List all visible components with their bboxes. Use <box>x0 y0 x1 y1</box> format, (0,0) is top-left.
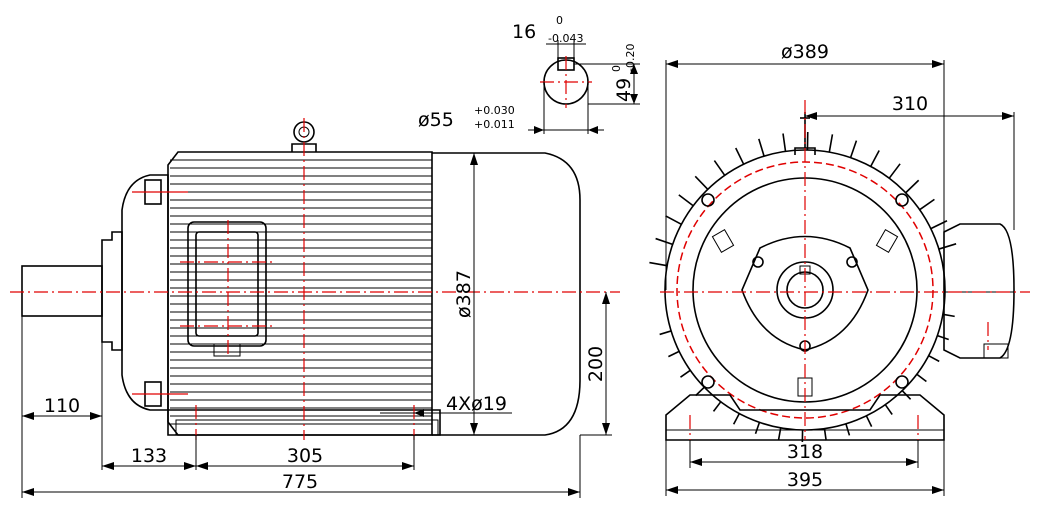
end-fin <box>865 415 873 427</box>
foot-end <box>665 394 945 441</box>
foot-base <box>175 419 439 436</box>
flange-bolts <box>701 193 909 389</box>
end-fin <box>823 428 827 441</box>
foot-spacing-end-dimension: 318 <box>690 441 918 466</box>
end-fin <box>870 150 880 167</box>
motor-frame <box>167 151 433 436</box>
end-fin <box>938 243 957 250</box>
end-fin <box>782 133 787 152</box>
bearing-flange <box>741 235 869 351</box>
end-fin <box>828 134 834 153</box>
end-fin <box>668 350 680 358</box>
overall-length-dimension: 775 <box>22 471 580 496</box>
foot-spacing-side-dimension: 305 <box>196 445 414 470</box>
end-fin <box>712 401 722 412</box>
end-view-fins <box>649 132 957 442</box>
flange-diameter-dimension: ø389 <box>666 41 944 68</box>
shaft-section-view: 16 0 -0.043 49 0 -0.20 ø55 +0.030 +0.011 <box>418 14 640 134</box>
end-fin <box>884 404 893 415</box>
end-fin <box>919 198 935 211</box>
end-fin <box>937 334 949 341</box>
terminal-box-side <box>187 221 267 357</box>
end-fin <box>905 179 920 194</box>
end-fin <box>694 175 709 190</box>
overall-width-label: 395 <box>787 469 823 491</box>
foot-to-shaft-label: 133 <box>131 445 167 467</box>
overall-length-label: 775 <box>282 471 318 493</box>
shaft-length-label: 110 <box>44 395 80 417</box>
center-height-dimension: 200 <box>580 292 612 436</box>
end-fin <box>665 215 682 225</box>
bolt-holes-dimension: 4Xø19 <box>380 393 512 417</box>
end-shield-bolts <box>132 179 188 407</box>
fan-cover <box>432 152 581 436</box>
end-fin <box>695 386 705 397</box>
end-fin <box>713 160 726 176</box>
end-fin <box>916 373 927 383</box>
end-fin <box>655 237 673 246</box>
end-fin <box>754 422 761 434</box>
shaft-length-dimension: 110 <box>22 395 102 420</box>
shaft-diameter-label: ø55 <box>418 109 454 131</box>
key-width-label: 16 <box>512 21 536 43</box>
foot-to-shaft-dimension: 133 <box>102 445 196 470</box>
flange-diameter-label: ø389 <box>781 41 829 63</box>
shaft-tol-upper: +0.030 <box>474 104 515 117</box>
end-fin <box>649 261 668 267</box>
shaft <box>21 265 103 317</box>
end-fin <box>888 163 901 179</box>
terminal-box-offset-label: 310 <box>892 93 928 115</box>
end-fin <box>942 313 955 318</box>
shaft-tol-lower: +0.011 <box>474 118 515 131</box>
bolt-holes-label: 4Xø19 <box>446 393 507 415</box>
body-diameter-label: ø387 <box>453 270 475 318</box>
key-depth-tol-upper: 0 <box>610 65 623 72</box>
end-fin <box>680 369 691 378</box>
body-diameter-dimension: ø387 <box>432 152 480 436</box>
terminal-box-offset-dimension: 310 <box>805 93 1014 120</box>
key-depth-tol-lower: -0.20 <box>624 44 637 72</box>
end-fin <box>678 194 694 207</box>
key-width-tol-upper: 0 <box>556 14 563 27</box>
overall-width-dimension: 395 <box>666 469 944 494</box>
center-height-label: 200 <box>585 346 607 382</box>
end-fin <box>930 220 948 230</box>
end-fin <box>758 138 765 157</box>
key-width-tol-lower: -0.043 <box>548 32 583 45</box>
end-fin <box>849 140 858 158</box>
key-depth-label: 49 <box>613 78 635 102</box>
foot-spacing-end-label: 318 <box>787 441 823 463</box>
end-view: ø389 310 318 395 <box>649 41 1030 496</box>
end-fin <box>732 413 740 425</box>
bearing-cap <box>101 231 123 351</box>
end-fin <box>659 330 672 336</box>
end-fin <box>928 355 940 363</box>
side-view: 4Xø19 ø387 200 110 <box>10 118 620 498</box>
end-fin <box>735 147 745 165</box>
foot-spacing-side-label: 305 <box>287 445 323 467</box>
